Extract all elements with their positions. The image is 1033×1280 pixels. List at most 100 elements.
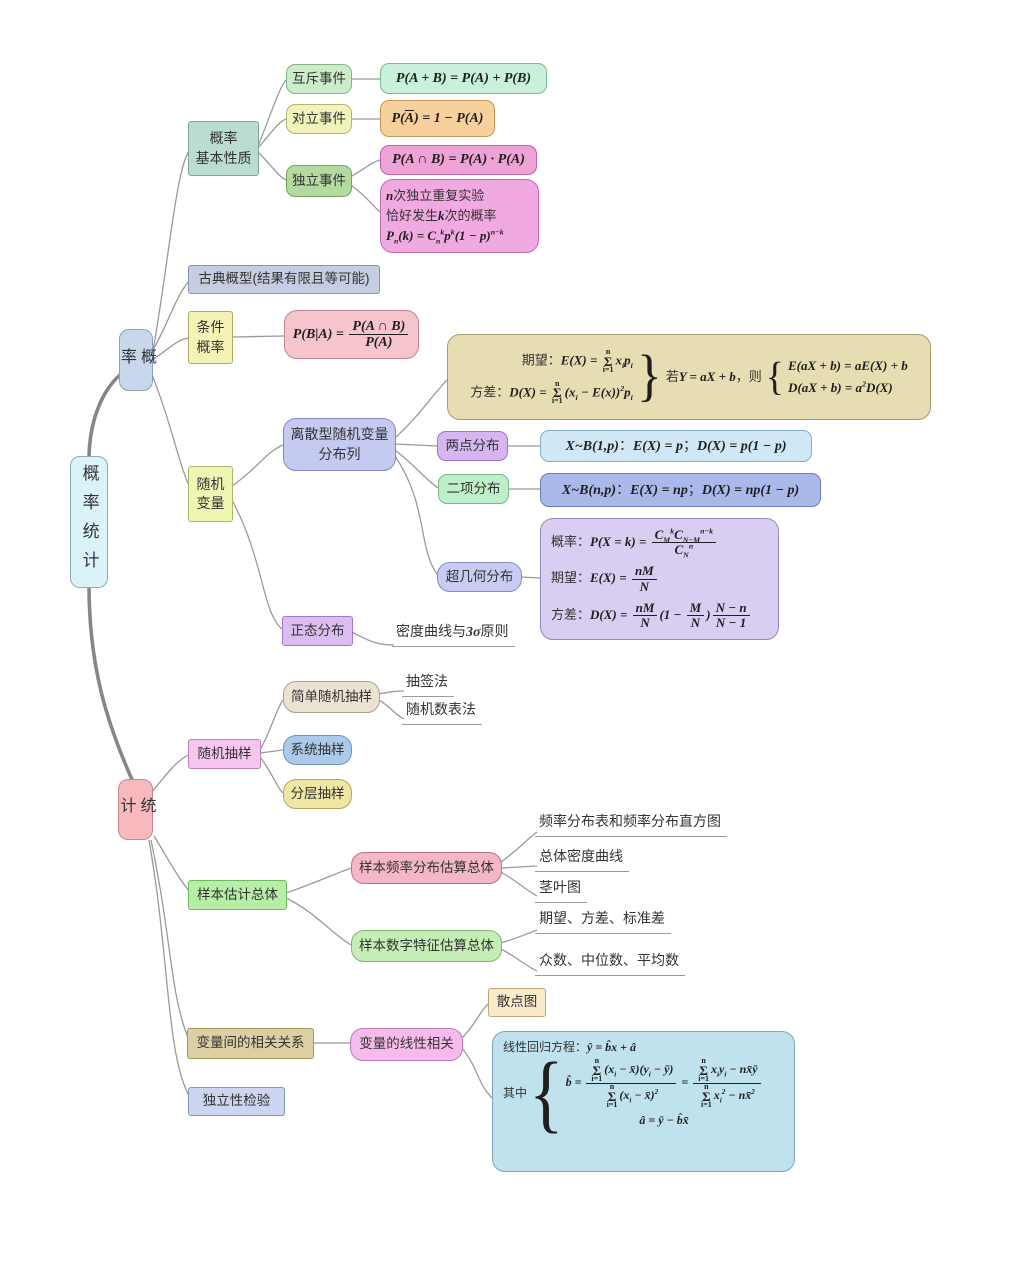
formula-conditional-probability: P(B|A) = P(A ∩ B)P(A) — [284, 310, 419, 359]
node-random-variable: 随机变量 — [188, 466, 233, 522]
node-frequency-distribution-estimates: 样本频率分布估算总体 — [351, 852, 502, 884]
two-point-label: 两点分布 — [445, 437, 500, 453]
sample-estimates-label: 样本估计总体 — [197, 886, 278, 902]
bernoulli-line2: 恰好发生k次的概率 — [386, 207, 497, 223]
probability-label: 概率 — [118, 347, 155, 373]
node-simple-random-sampling: 简单随机抽样 — [283, 681, 380, 713]
node-binomial-distribution: 二项分布 — [438, 474, 509, 504]
formula-mutually-exclusive: P(A + B) = P(A) + P(B) — [380, 63, 547, 94]
open-brace: { — [765, 354, 785, 400]
node-random-sampling: 随机抽样 — [188, 739, 261, 769]
close-brace: } — [636, 345, 662, 408]
lottery-method-text: 抽签法 — [406, 673, 448, 689]
basics-line2: 基本性质 — [195, 149, 252, 166]
conditional-line2: 概率 — [196, 338, 225, 355]
node-correlation-between-variables: 变量间的相关关系 — [187, 1028, 314, 1059]
independent-formula: P(A ∩ B) = P(A) · P(A) — [392, 152, 525, 168]
independence-test-label: 独立性检验 — [202, 1093, 271, 1109]
linear-correlation-label: 变量的线性相关 — [359, 1036, 454, 1052]
bernoulli-line3: Pn(k) = Cnkpk(1 − p)n−k — [386, 227, 504, 246]
node-normal-distribution: 正态分布 — [282, 616, 353, 646]
node-complementary-events: 对立事件 — [286, 104, 352, 134]
linear-variance-row: D(aX + b) = a2D(X) — [788, 379, 893, 395]
binomial-label: 二项分布 — [446, 480, 501, 496]
node-conditional-probability: 条件概率 — [188, 311, 233, 364]
node-independence-test: 独立性检验 — [188, 1087, 285, 1116]
random-number-table-text: 随机数表法 — [406, 701, 476, 717]
basics-line1: 概率 — [209, 130, 238, 146]
leaf-frequency-table-histogram: 频率分布表和频率分布直方图 — [535, 811, 727, 837]
conditional-formula: P(B|A) = P(A ∩ B)P(A) — [293, 319, 410, 351]
frequency-table-histogram-text: 频率分布表和频率分布直方图 — [539, 813, 721, 829]
node-mutually-exclusive-events: 互斥事件 — [286, 64, 352, 94]
node-root-probability-statistics: 概率统计 — [70, 456, 108, 588]
simple-random-sampling-label: 简单随机抽样 — [291, 688, 372, 704]
complementary-formula: P(A) = 1 − P(A) — [391, 110, 484, 126]
density-curve-text: 密度曲线与3σ原则 — [396, 623, 509, 640]
random-variable-line1: 随机 — [196, 475, 225, 492]
regression-open-brace: { — [529, 1045, 564, 1141]
node-hypergeometric-distribution: 超几何分布 — [437, 562, 522, 592]
discrete-line2: 分布列 — [318, 445, 361, 462]
mode-median-mean-text: 众数、中位数、平均数 — [539, 952, 679, 968]
node-classical-probability-model: 古典概型(结果有限且等可能) — [188, 265, 380, 294]
formula-binomial-distribution: X~B(n,p)：E(X) = np；D(X) = np(1 − p) — [540, 473, 821, 507]
linear-transform-condition: 若Y = aX + b，则 — [665, 368, 762, 384]
bernoulli-line1: n次独立重复实验 — [386, 187, 485, 203]
node-scatter-plot: 散点图 — [488, 988, 546, 1017]
mutually-exclusive-formula: P(A + B) = P(A) + P(B) — [395, 70, 532, 86]
leaf-lottery-method: 抽签法 — [402, 671, 454, 697]
root-label: 概率统计 — [79, 464, 99, 580]
population-density-curve-text: 总体密度曲线 — [539, 848, 623, 864]
node-independent-events: 独立事件 — [286, 165, 352, 197]
leaf-density-curve-3sigma: 密度曲线与3σ原则 — [392, 621, 515, 647]
node-probability-basic-properties: 概率基本性质 — [188, 121, 259, 176]
leaf-random-number-table: 随机数表法 — [402, 699, 482, 725]
random-variable-line2: 变量 — [196, 495, 225, 511]
leaf-population-density-curve: 总体密度曲线 — [535, 846, 629, 872]
complementary-label: 对立事件 — [292, 110, 346, 126]
node-numeric-features-estimates: 样本数字特征估算总体 — [351, 930, 502, 962]
random-sampling-label: 随机抽样 — [197, 745, 252, 761]
node-stratified-sampling: 分层抽样 — [283, 779, 352, 809]
node-sample-estimates-population: 样本估计总体 — [188, 880, 287, 910]
linear-expectation-row: E(aX + b) = aE(X) + b — [788, 358, 908, 374]
node-linear-correlation: 变量的线性相关 — [350, 1028, 463, 1061]
classical-label: 古典概型(结果有限且等可能) — [198, 271, 370, 287]
formula-two-point-distribution: X~B(1,p)：E(X) = p；D(X) = p(1 − p) — [540, 430, 812, 462]
leaf-mode-median-mean: 众数、中位数、平均数 — [535, 950, 685, 976]
discrete-line1: 离散型随机变量 — [290, 426, 389, 442]
expectation-variance-std-text: 期望、方差、标准差 — [539, 910, 665, 926]
leaf-stem-and-leaf-plot: 茎叶图 — [535, 877, 587, 903]
hypergeometric-label: 超几何分布 — [445, 568, 514, 584]
formula-independent-intersection: P(A ∩ B) = P(A) · P(A) — [380, 145, 537, 175]
leaf-expectation-variance-std: 期望、方差、标准差 — [535, 908, 671, 934]
statistics-label: 统计 — [117, 797, 155, 822]
where-label: 其中 — [503, 1085, 528, 1100]
intercept-formula-row: â = ȳ − b̂x̄ — [639, 1112, 689, 1127]
node-two-point-distribution: 两点分布 — [437, 431, 508, 461]
binomial-formula: X~B(n,p)：E(X) = np；D(X) = np(1 − p) — [561, 480, 800, 498]
independent-label: 独立事件 — [292, 172, 346, 188]
correlation-label: 变量间的相关关系 — [196, 1035, 305, 1051]
formula-bernoulli-trials: n次独立重复实验 恰好发生k次的概率 Pn(k) = Cnkpk(1 − p)n… — [380, 179, 539, 253]
systematic-sampling-label: 系统抽样 — [290, 741, 345, 757]
normal-label: 正态分布 — [290, 622, 345, 638]
numeric-features-label: 样本数字特征估算总体 — [359, 937, 494, 953]
frequency-estimates-label: 样本频率分布估算总体 — [359, 859, 494, 875]
node-statistics-branch: 统计 — [117, 779, 155, 840]
formula-complementary: P(A) = 1 − P(A) — [380, 100, 495, 137]
two-point-formula: X~B(1,p)：E(X) = p；D(X) = p(1 − p) — [565, 436, 787, 454]
stem-leaf-text: 茎叶图 — [539, 879, 581, 895]
